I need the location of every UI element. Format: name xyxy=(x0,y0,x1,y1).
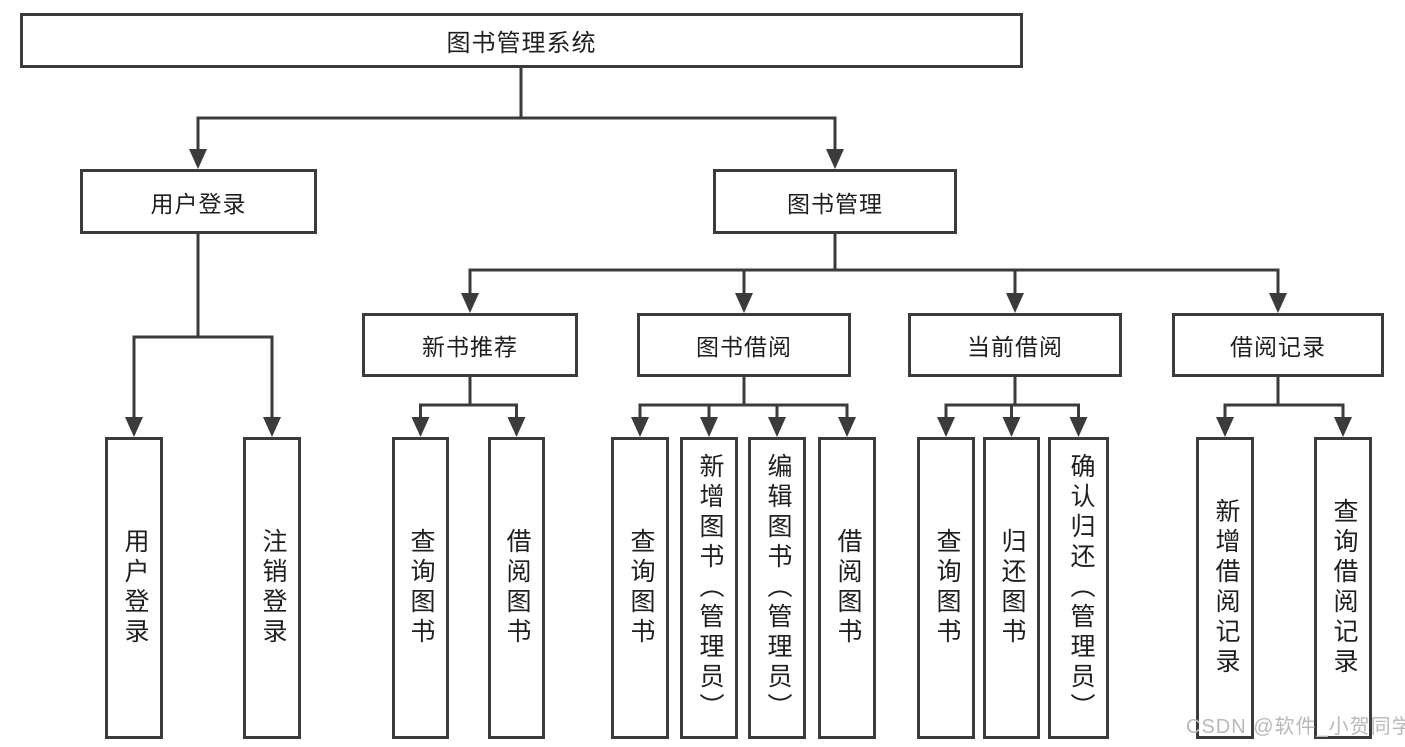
leaf-edit-book-admin: 编辑图书（管理员） xyxy=(748,437,806,739)
leaf-add-borrow-record: 新增借阅记录 xyxy=(1196,437,1254,739)
node-book-management: 图书管理 xyxy=(713,169,957,234)
node-user-login: 用户登录 xyxy=(80,169,317,234)
node-library-management-system: 图书管理系统 xyxy=(20,13,1023,68)
leaf-borrow-books-borrowing: 借阅图书 xyxy=(818,437,876,739)
node-borrowing-records: 借阅记录 xyxy=(1172,313,1384,377)
leaf-return-books: 归还图书 xyxy=(983,437,1040,739)
leaf-confirm-return-admin: 确认归还（管理员） xyxy=(1048,437,1109,739)
watermark-text: CSDN @软件_小贺同学 xyxy=(1186,716,1405,738)
node-new-book-recommendation: 新书推荐 xyxy=(362,313,578,377)
leaf-query-borrow-record: 查询借阅记录 xyxy=(1314,437,1372,739)
node-book-borrowing: 图书借阅 xyxy=(637,313,851,377)
leaf-query-books-current: 查询图书 xyxy=(917,437,975,739)
leaf-borrow-books-recommend: 借阅图书 xyxy=(488,437,545,739)
leaf-user-login: 用户登录 xyxy=(105,437,163,739)
leaf-query-books-borrowing: 查询图书 xyxy=(611,437,669,739)
leaf-query-books-recommend: 查询图书 xyxy=(392,437,449,739)
node-current-borrowing: 当前借阅 xyxy=(908,313,1122,377)
leaf-logout: 注销登录 xyxy=(243,437,301,739)
leaf-add-book-admin: 新增图书（管理员） xyxy=(680,437,738,739)
